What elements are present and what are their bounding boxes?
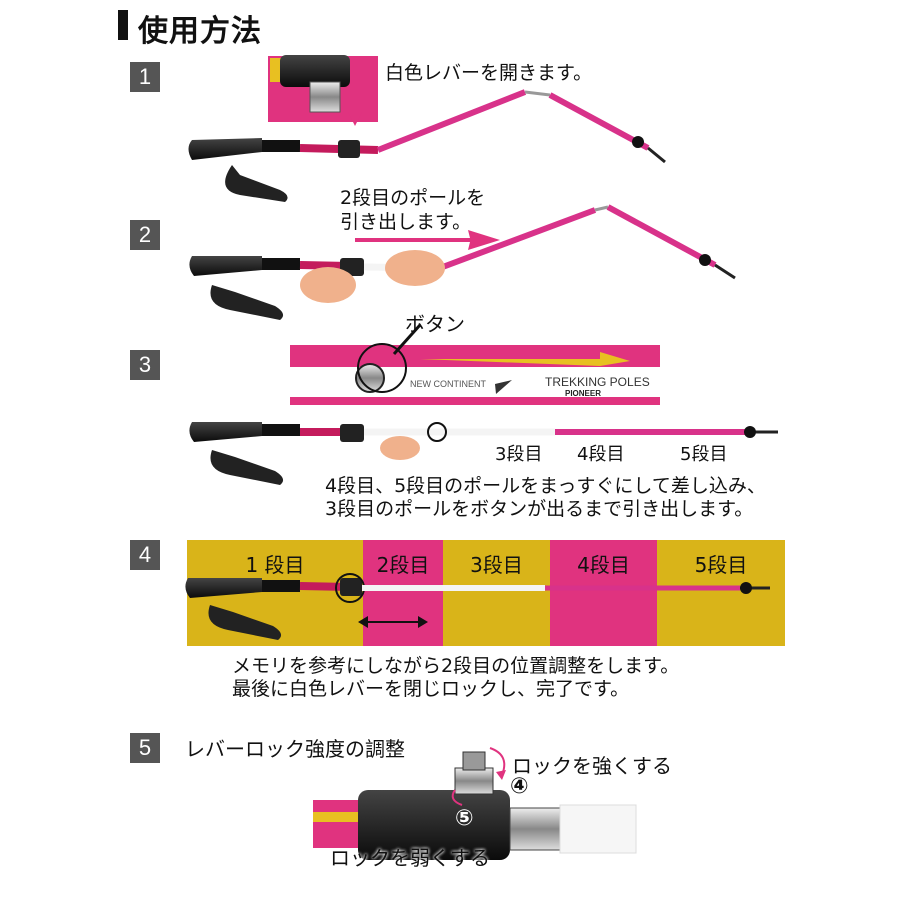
step-5-text: レバーロック強度の調整: [185, 737, 405, 761]
step-1-number: 1: [130, 62, 160, 92]
band-4: [550, 540, 657, 646]
step-4-text-line1: メモリを参考にしながら2段目の位置調整をします。: [232, 655, 680, 677]
step-1-closeup-lever: [270, 55, 362, 126]
band-3-label: 3段目: [470, 553, 523, 577]
step-3-pole: [189, 422, 778, 485]
step-3-number: 3: [130, 350, 160, 380]
band-4-label: 4段目: [577, 553, 630, 577]
step-5-lock-closeup: [313, 747, 637, 860]
band-2: [363, 540, 443, 646]
step-4-text-line2: 最後に白色レバーを閉じロックし、完了です。: [232, 678, 630, 700]
step-3-text-line2: 3段目のポールをボタンが出るまで引き出します。: [325, 498, 754, 520]
step-3-seg-4: 4段目: [577, 444, 625, 465]
loosen-text: ロックを弱くする: [330, 846, 490, 870]
banner-brand: PIONEER: [565, 389, 602, 398]
band-5: [657, 540, 785, 646]
loosen-mark: ⑤: [455, 806, 474, 831]
step-5-number: 5: [130, 733, 160, 763]
step-3-text-line1: 4段目、5段目のポールをまっすぐにして差し込み、: [325, 475, 766, 497]
step-1-text: 白色レバーを開きます。: [385, 62, 593, 84]
step-3-banner: NEW CONTINENT TREKKING POLES PIONEER: [290, 345, 660, 405]
title-marker: [118, 10, 128, 40]
band-5-label: 5段目: [694, 553, 748, 577]
tighten-text: ロックを強くする: [512, 754, 672, 778]
page-title: 使用方法: [138, 14, 262, 49]
tighten-mark: ④: [510, 774, 529, 799]
banner-left-text: NEW CONTINENT: [410, 379, 486, 389]
step-3-banner-detail: [355, 323, 630, 394]
banner-right-text: TREKKING POLES: [545, 375, 650, 389]
step-3-seg-3: 3段目: [495, 444, 543, 465]
step-1-pole: [188, 89, 666, 202]
step-2-number: 2: [130, 220, 160, 250]
step-3-seg-5: 5段目: [680, 444, 728, 465]
step-2-text-line2: 引き出します。: [340, 211, 472, 233]
step-2-text-line1: 2段目のポールを: [340, 187, 486, 209]
band-1-label: 1 段目: [245, 553, 305, 577]
step-2-pole: [189, 204, 736, 320]
band-2-label: 2段目: [376, 553, 430, 577]
step-2-hands: [300, 250, 445, 303]
band-3: [443, 540, 550, 646]
step-4-number: 4: [130, 540, 160, 570]
step-4-pole: [185, 573, 770, 640]
